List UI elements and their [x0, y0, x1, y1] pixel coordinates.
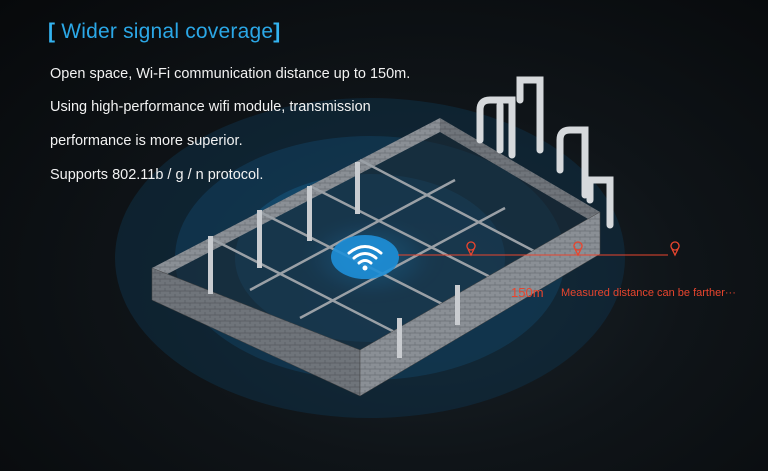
back-left-wall — [152, 118, 440, 282]
heading-title: Wider signal coverage — [55, 20, 274, 43]
heading-close-bracket: ] — [273, 20, 281, 43]
pillars — [208, 162, 460, 358]
distance-note: Measured distance can be farther··· — [561, 287, 736, 299]
building-floor — [152, 118, 600, 350]
description-line-3: performance is more superior. — [50, 133, 243, 149]
wifi-icon — [331, 235, 399, 279]
heading-open-bracket: [ — [48, 20, 56, 43]
location-pin-icons — [466, 241, 680, 257]
back-right-wall — [440, 118, 600, 226]
location-pin-icon — [466, 241, 476, 257]
distance-value: 150m — [511, 285, 544, 300]
section-heading: [ Wider signal coverage] — [48, 20, 280, 44]
description-line-1: Open space, Wi-Fi communication distance… — [50, 66, 411, 82]
location-pin-icon — [670, 241, 680, 257]
location-pin-icon — [573, 241, 583, 257]
front-right-wall — [359, 211, 601, 397]
description-line-4: Supports 802.11b / g / n protocol. — [50, 167, 264, 183]
description-line-2: Using high-performance wifi module, tran… — [50, 99, 371, 115]
pipes — [476, 76, 614, 229]
